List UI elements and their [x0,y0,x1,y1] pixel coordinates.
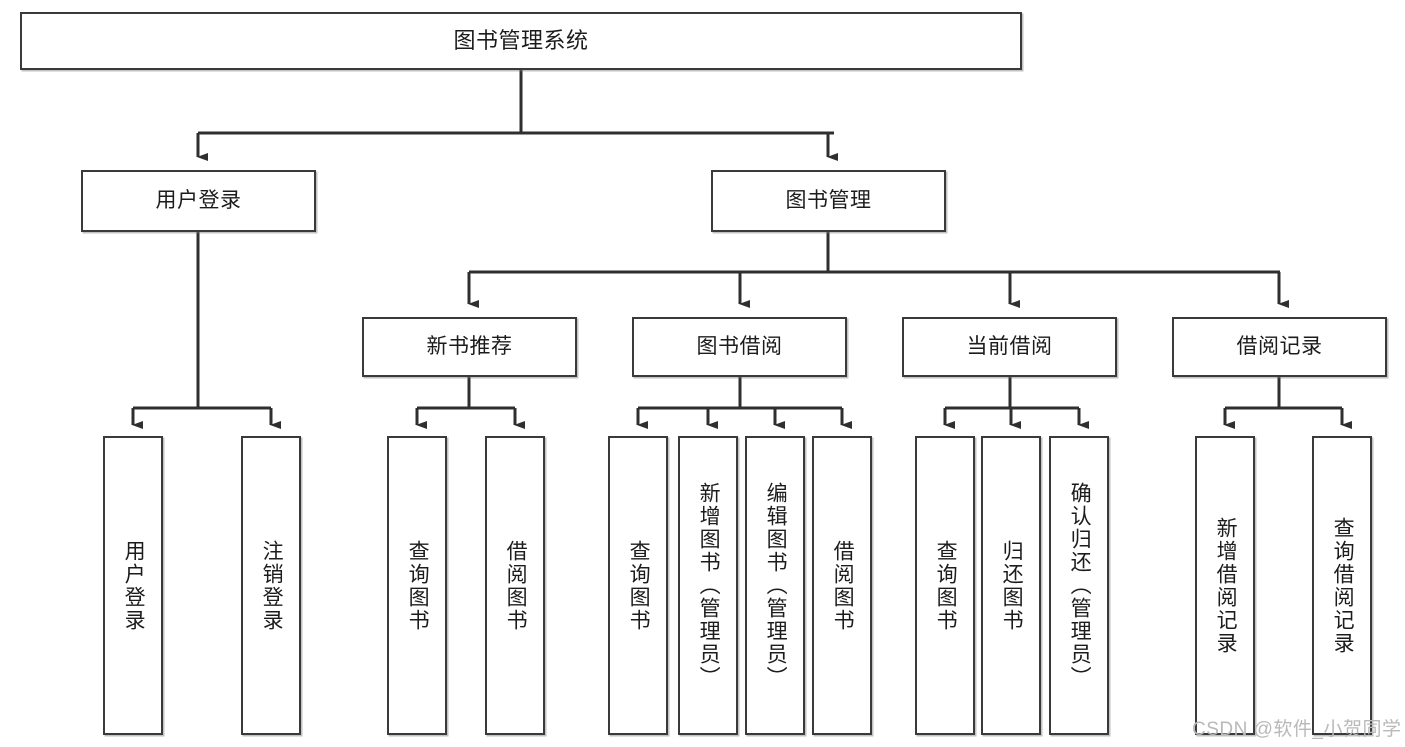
node-label: 借阅图书 [831,539,855,632]
node-label: 图书借阅 [696,334,783,358]
node-root-system[interactable]: 图书管理系统 [20,12,1022,70]
node-label: 编辑图书（管理员） [764,482,788,689]
node-label: 查询图书 [406,539,430,632]
node-label: 注销登录 [260,539,284,632]
leaf-user-logout[interactable]: 注销登录 [241,436,301,735]
node-label: 查询图书 [627,539,651,632]
node-borrow-record[interactable]: 借阅记录 [1172,317,1387,377]
node-current-borrow[interactable]: 当前借阅 [902,317,1117,377]
leaf-add-borrow-record[interactable]: 新增借阅记录 [1195,436,1255,735]
leaf-user-login[interactable]: 用户登录 [103,436,163,735]
node-label: 图书管理 [785,188,872,212]
leaf-query-book-borrow[interactable]: 查询图书 [608,436,668,735]
leaf-borrow-book[interactable]: 借阅图书 [812,436,872,735]
leaf-query-book-recommend[interactable]: 查询图书 [387,436,447,735]
node-label: 用户登录 [155,188,242,212]
node-label: 归还图书 [1000,539,1024,632]
node-label: 查询借阅记录 [1331,516,1355,655]
leaf-query-borrow-record[interactable]: 查询借阅记录 [1312,436,1372,735]
node-book-borrow[interactable]: 图书借阅 [632,317,847,377]
leaf-edit-book-admin[interactable]: 编辑图书（管理员） [745,436,805,735]
node-label: 用户登录 [122,539,146,632]
node-label: 新书推荐 [426,334,513,358]
node-new-book-recommend[interactable]: 新书推荐 [362,317,577,377]
node-label: 图书管理系统 [453,28,589,54]
node-user-login[interactable]: 用户登录 [81,170,316,232]
node-label: 查询图书 [934,539,958,632]
node-book-management[interactable]: 图书管理 [711,170,946,232]
node-label: 新增借阅记录 [1214,516,1238,655]
node-label: 确认归还（管理员） [1068,482,1092,689]
leaf-confirm-return-admin[interactable]: 确认归还（管理员） [1049,436,1109,735]
node-label: 新增图书（管理员） [697,482,721,689]
leaf-return-book[interactable]: 归还图书 [981,436,1041,735]
leaf-add-book-admin[interactable]: 新增图书（管理员） [678,436,738,735]
leaf-borrow-book-recommend[interactable]: 借阅图书 [485,436,545,735]
node-label: 借阅图书 [504,539,528,632]
leaf-query-book-current[interactable]: 查询图书 [915,436,975,735]
node-label: 借阅记录 [1236,334,1323,358]
node-label: 当前借阅 [966,334,1053,358]
